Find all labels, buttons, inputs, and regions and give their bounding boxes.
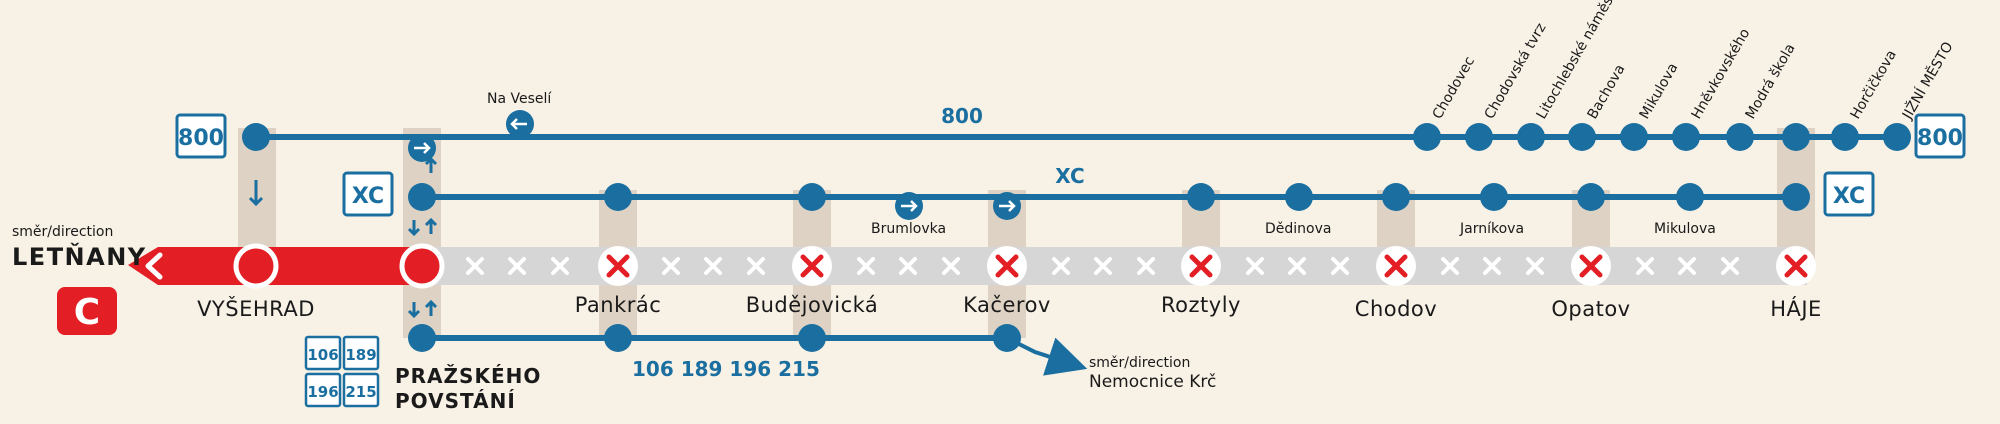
closed-station-roztyly-icon	[1181, 246, 1221, 286]
line-c-letter: C	[74, 292, 100, 333]
bus-800-badge-west: 800	[175, 113, 227, 159]
bus-800-stop-labels: Chodovec Chodovská tvrz Litochlebské nám…	[1430, 0, 1957, 123]
stop-modra-skola: Modrá škola	[1743, 41, 1799, 122]
stop-brumlovka-label: Brumlovka	[871, 221, 946, 237]
stop-brumlovka	[895, 192, 923, 220]
closed-metro-stations	[598, 246, 1816, 286]
stop-jizni-mesto: JIŽNÍ MĚSTO	[1897, 38, 1956, 123]
bus-lower-stops	[408, 324, 1021, 352]
stop-chodovec: Chodovec	[1430, 54, 1478, 122]
stop-kacerov-xc	[993, 192, 1021, 220]
svg-text:800: 800	[1917, 126, 1963, 151]
line-c-badge: C	[57, 287, 117, 335]
closed-station-kacerov-icon	[987, 246, 1027, 286]
open-metro-stations	[233, 243, 445, 289]
direction-name-krc: Nemocnice Krč	[1089, 372, 1216, 392]
bus-xc-badge-west: XC	[342, 171, 394, 217]
svg-text:196: 196	[307, 383, 338, 401]
direction-chevron-icon	[145, 252, 163, 280]
station-haje-label: HÁJE	[1770, 296, 1822, 321]
station-prazskeho-label-2: POVSTÁNÍ	[395, 389, 516, 413]
direction-name-west: LETŇANY	[12, 242, 147, 271]
svg-text:106: 106	[307, 346, 338, 364]
bus-800-badge-east: 800	[1914, 113, 1966, 159]
svg-text:800: 800	[178, 126, 224, 151]
bus-800-stops	[242, 123, 1911, 151]
direction-prefix-krc: směr/direction	[1089, 355, 1190, 371]
station-opatov-label: Opatov	[1551, 297, 1630, 321]
station-prazskeho-label-1: PRAŽSKÉHO	[395, 364, 541, 388]
stop-na-veseli	[506, 110, 534, 138]
stop-jarnikova-label: Jarníkova	[1459, 221, 1524, 237]
transfer-arrows-pp	[248, 134, 438, 319]
svg-text:189: 189	[345, 346, 376, 364]
station-roztyly-label: Roztyly	[1161, 293, 1241, 317]
closed-station-budejovicka-icon	[792, 246, 832, 286]
svg-text:XC: XC	[352, 184, 384, 209]
stop-mikulova-800: Mikulova	[1637, 60, 1682, 122]
stop-hnevkovskeho: Hněvkovského	[1689, 26, 1754, 122]
station-kacerov-label: Kačerov	[963, 293, 1051, 317]
station-pankrac-label: Pankrác	[575, 293, 662, 317]
closed-track-x-marks	[466, 257, 1739, 275]
closed-station-haje-icon	[1776, 246, 1816, 286]
station-budejovicka-label: Budějovická	[746, 293, 879, 317]
bus-xc-stops	[604, 183, 1810, 211]
stop-dedinova-label: Dědinova	[1265, 221, 1331, 237]
bus-xc-route-label: XC	[1055, 164, 1084, 188]
bus-xc-badge-east: XC	[1823, 171, 1875, 217]
stop-mikulova-xc-label: Mikulova	[1654, 221, 1716, 237]
svg-text:215: 215	[345, 383, 376, 401]
bus-lower-numbers-label: 106 189 196 215	[632, 357, 820, 381]
bus-lower-badges: 106 189 196 215	[304, 335, 380, 408]
closed-station-chodov-icon	[1376, 246, 1416, 286]
station-vysehrad-label: VYŠEHRAD	[197, 296, 315, 321]
stop-horcickova: Horčičkova	[1848, 47, 1900, 122]
svg-text:XC: XC	[1833, 184, 1865, 209]
closed-station-opatov-icon	[1571, 246, 1611, 286]
closed-station-pankrac-icon	[598, 246, 638, 286]
station-chodov-label: Chodov	[1355, 297, 1437, 321]
direction-prefix-west: směr/direction	[12, 224, 113, 240]
metro-station-labels: VYŠEHRAD Pankrác Budějovická Kačerov Roz…	[197, 293, 1822, 413]
stop-bachova: Bachova	[1585, 62, 1629, 122]
stop-na-veseli-label: Na Veselí	[487, 91, 552, 107]
bus-800-route-label: 800	[941, 104, 983, 128]
